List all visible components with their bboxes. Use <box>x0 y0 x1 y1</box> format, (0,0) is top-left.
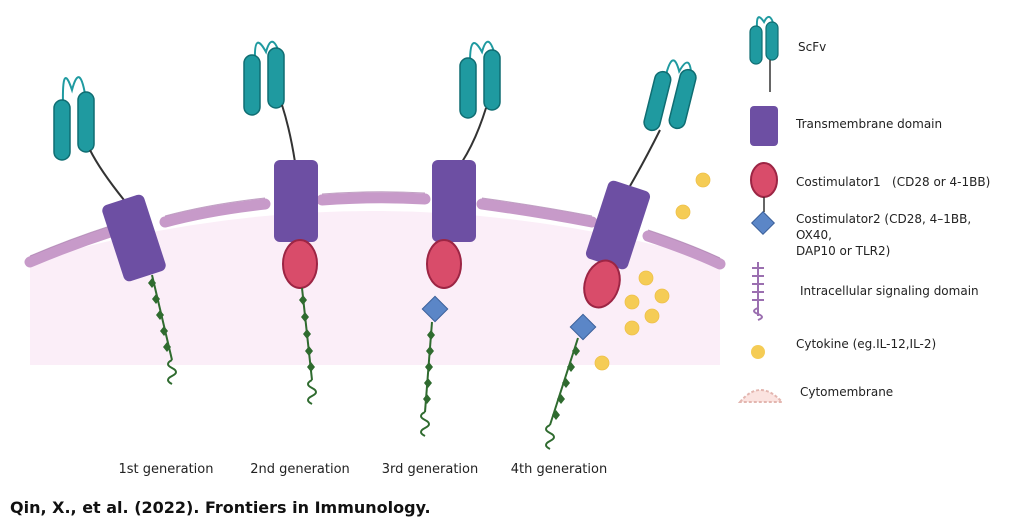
transmembrane-domain <box>102 194 166 282</box>
transmembrane-domain <box>585 180 651 270</box>
signaling-domain <box>420 321 435 437</box>
scfv-icon <box>643 59 697 132</box>
legend-costim1-icon <box>750 162 778 212</box>
scfv-icon <box>53 76 95 161</box>
costimulator1 <box>583 259 621 309</box>
generation-label-3: 3rd generation <box>381 462 479 477</box>
legend-scfv-icon <box>749 15 779 92</box>
legend-costim2-icon <box>750 210 776 236</box>
costimulator1 <box>426 239 462 289</box>
citation: Qin, X., et al. (2022). Frontiers in Imm… <box>10 498 431 517</box>
legend-cytomembrane-icon <box>737 389 785 403</box>
car-2nd-generation <box>243 40 318 405</box>
scfv-icon <box>243 40 285 116</box>
legend-costim2-label: Costimulator2 (CD28, 4–1BB, OX40, DAP10 … <box>796 211 1009 259</box>
car-4th-generation <box>545 59 697 450</box>
signaling-domain <box>299 287 317 405</box>
legend-cytokine-icon <box>751 345 765 359</box>
generation-label-4: 4th generation <box>510 462 608 477</box>
legend-scfv-label: ScFv <box>798 40 827 54</box>
cytokines <box>594 172 711 371</box>
costimulator2 <box>421 295 449 323</box>
legend-transmembrane-icon <box>750 106 778 146</box>
signaling-domain <box>545 337 580 450</box>
legend-costim2-line1: Costimulator2 (CD28, 4–1BB, OX40, <box>796 212 972 242</box>
legend-costim2-line2: DAP10 or TLR2) <box>796 244 891 258</box>
legend-signaling-label: Intracellular signaling domain <box>800 284 979 298</box>
transmembrane-domain <box>432 160 476 242</box>
cell-membrane <box>24 192 726 270</box>
legend-cytomembrane-label: Cytomembrane <box>800 385 894 399</box>
legend-transmembrane-label: Transmembrane domain <box>796 117 943 131</box>
car-3rd-generation <box>420 40 501 437</box>
costimulator2 <box>569 313 597 341</box>
transmembrane-domain <box>274 160 318 242</box>
generation-label-2: 2nd generation <box>250 462 350 477</box>
legend-cytokine-label: Cytokine (eg.IL-12,IL-2) <box>796 337 937 351</box>
scfv-icon <box>459 40 501 119</box>
signaling-domain <box>148 274 177 385</box>
generation-label-1: 1st generation <box>118 462 214 477</box>
legend-costim1-label: Costimulator1 (CD28 or 4-1BB) <box>796 175 991 189</box>
cytoplasm <box>30 211 720 365</box>
legend-signaling-icon <box>752 262 764 321</box>
costimulator1 <box>282 239 318 289</box>
car-1st-generation <box>53 76 177 385</box>
